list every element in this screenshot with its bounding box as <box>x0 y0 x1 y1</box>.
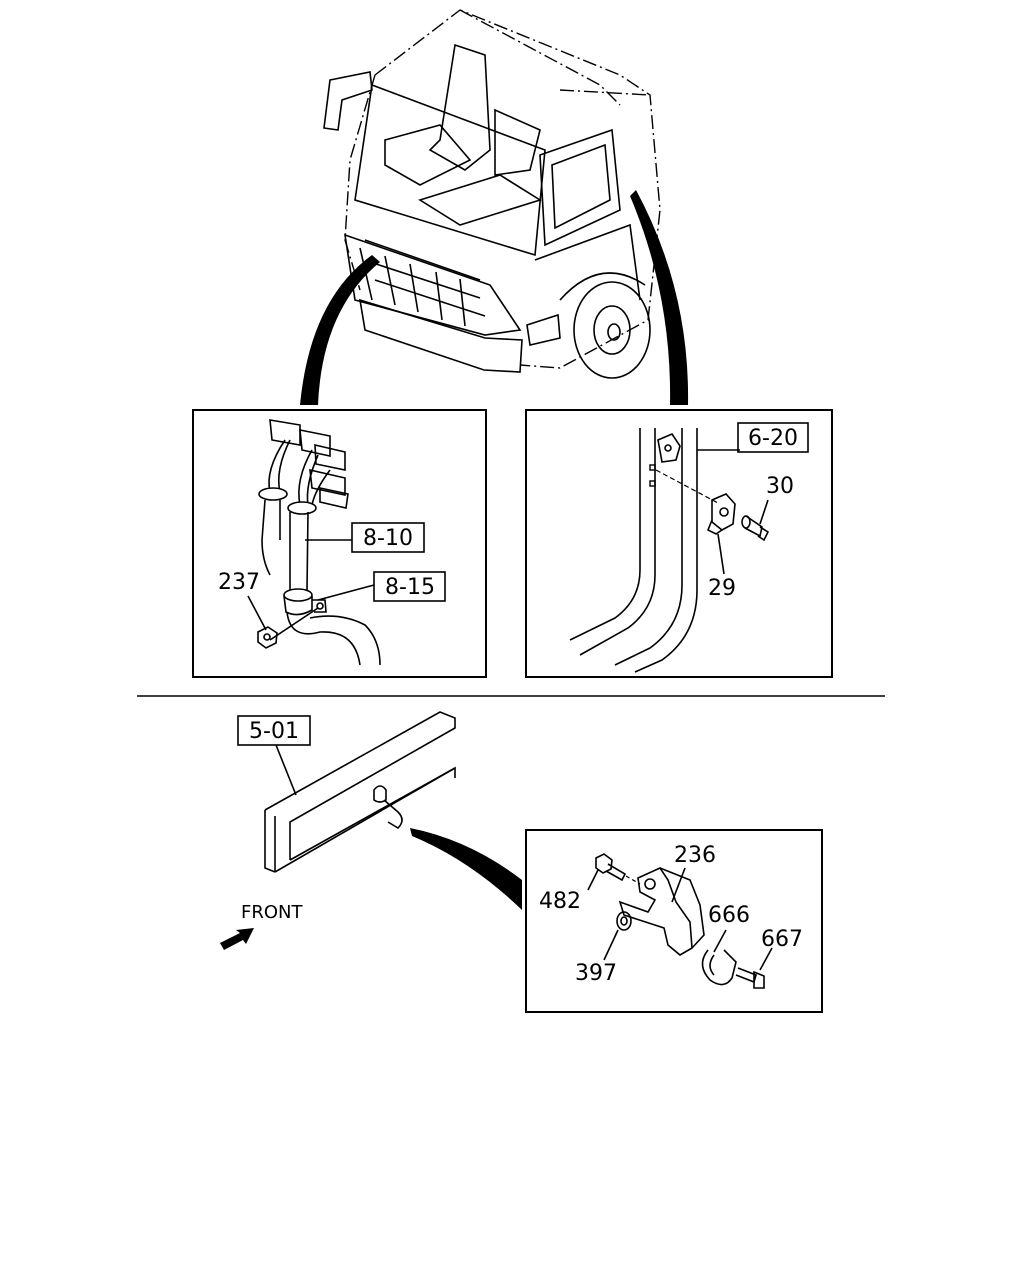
front-direction-indicator: FRONT <box>220 902 303 950</box>
callout-29: 29 <box>708 576 736 601</box>
callout-6-20: 6-20 <box>748 426 798 451</box>
callout-237: 237 <box>218 570 260 595</box>
front-arrow-icon <box>220 928 254 950</box>
callout-666: 666 <box>708 903 750 928</box>
callout-8-10: 8-10 <box>363 526 413 551</box>
callout-30: 30 <box>766 474 794 499</box>
callout-397: 397 <box>575 961 617 986</box>
detail-box-door-pillar: 6-20 30 29 <box>525 409 833 678</box>
callout-8-15: 8-15 <box>385 575 435 600</box>
detail-box-bracket: 236 482 666 667 397 <box>525 829 823 1013</box>
detail-box-harness: 8-10 8-15 237 <box>192 409 487 678</box>
front-label: FRONT <box>241 902 303 923</box>
callout-667: 667 <box>761 927 803 952</box>
truck-cab-illustration <box>300 9 689 405</box>
callout-5-01: 5-01 <box>249 719 299 744</box>
frame-rail-illustration: 5-01 <box>237 711 522 910</box>
callout-482: 482 <box>539 889 581 914</box>
callout-236: 236 <box>674 843 716 868</box>
